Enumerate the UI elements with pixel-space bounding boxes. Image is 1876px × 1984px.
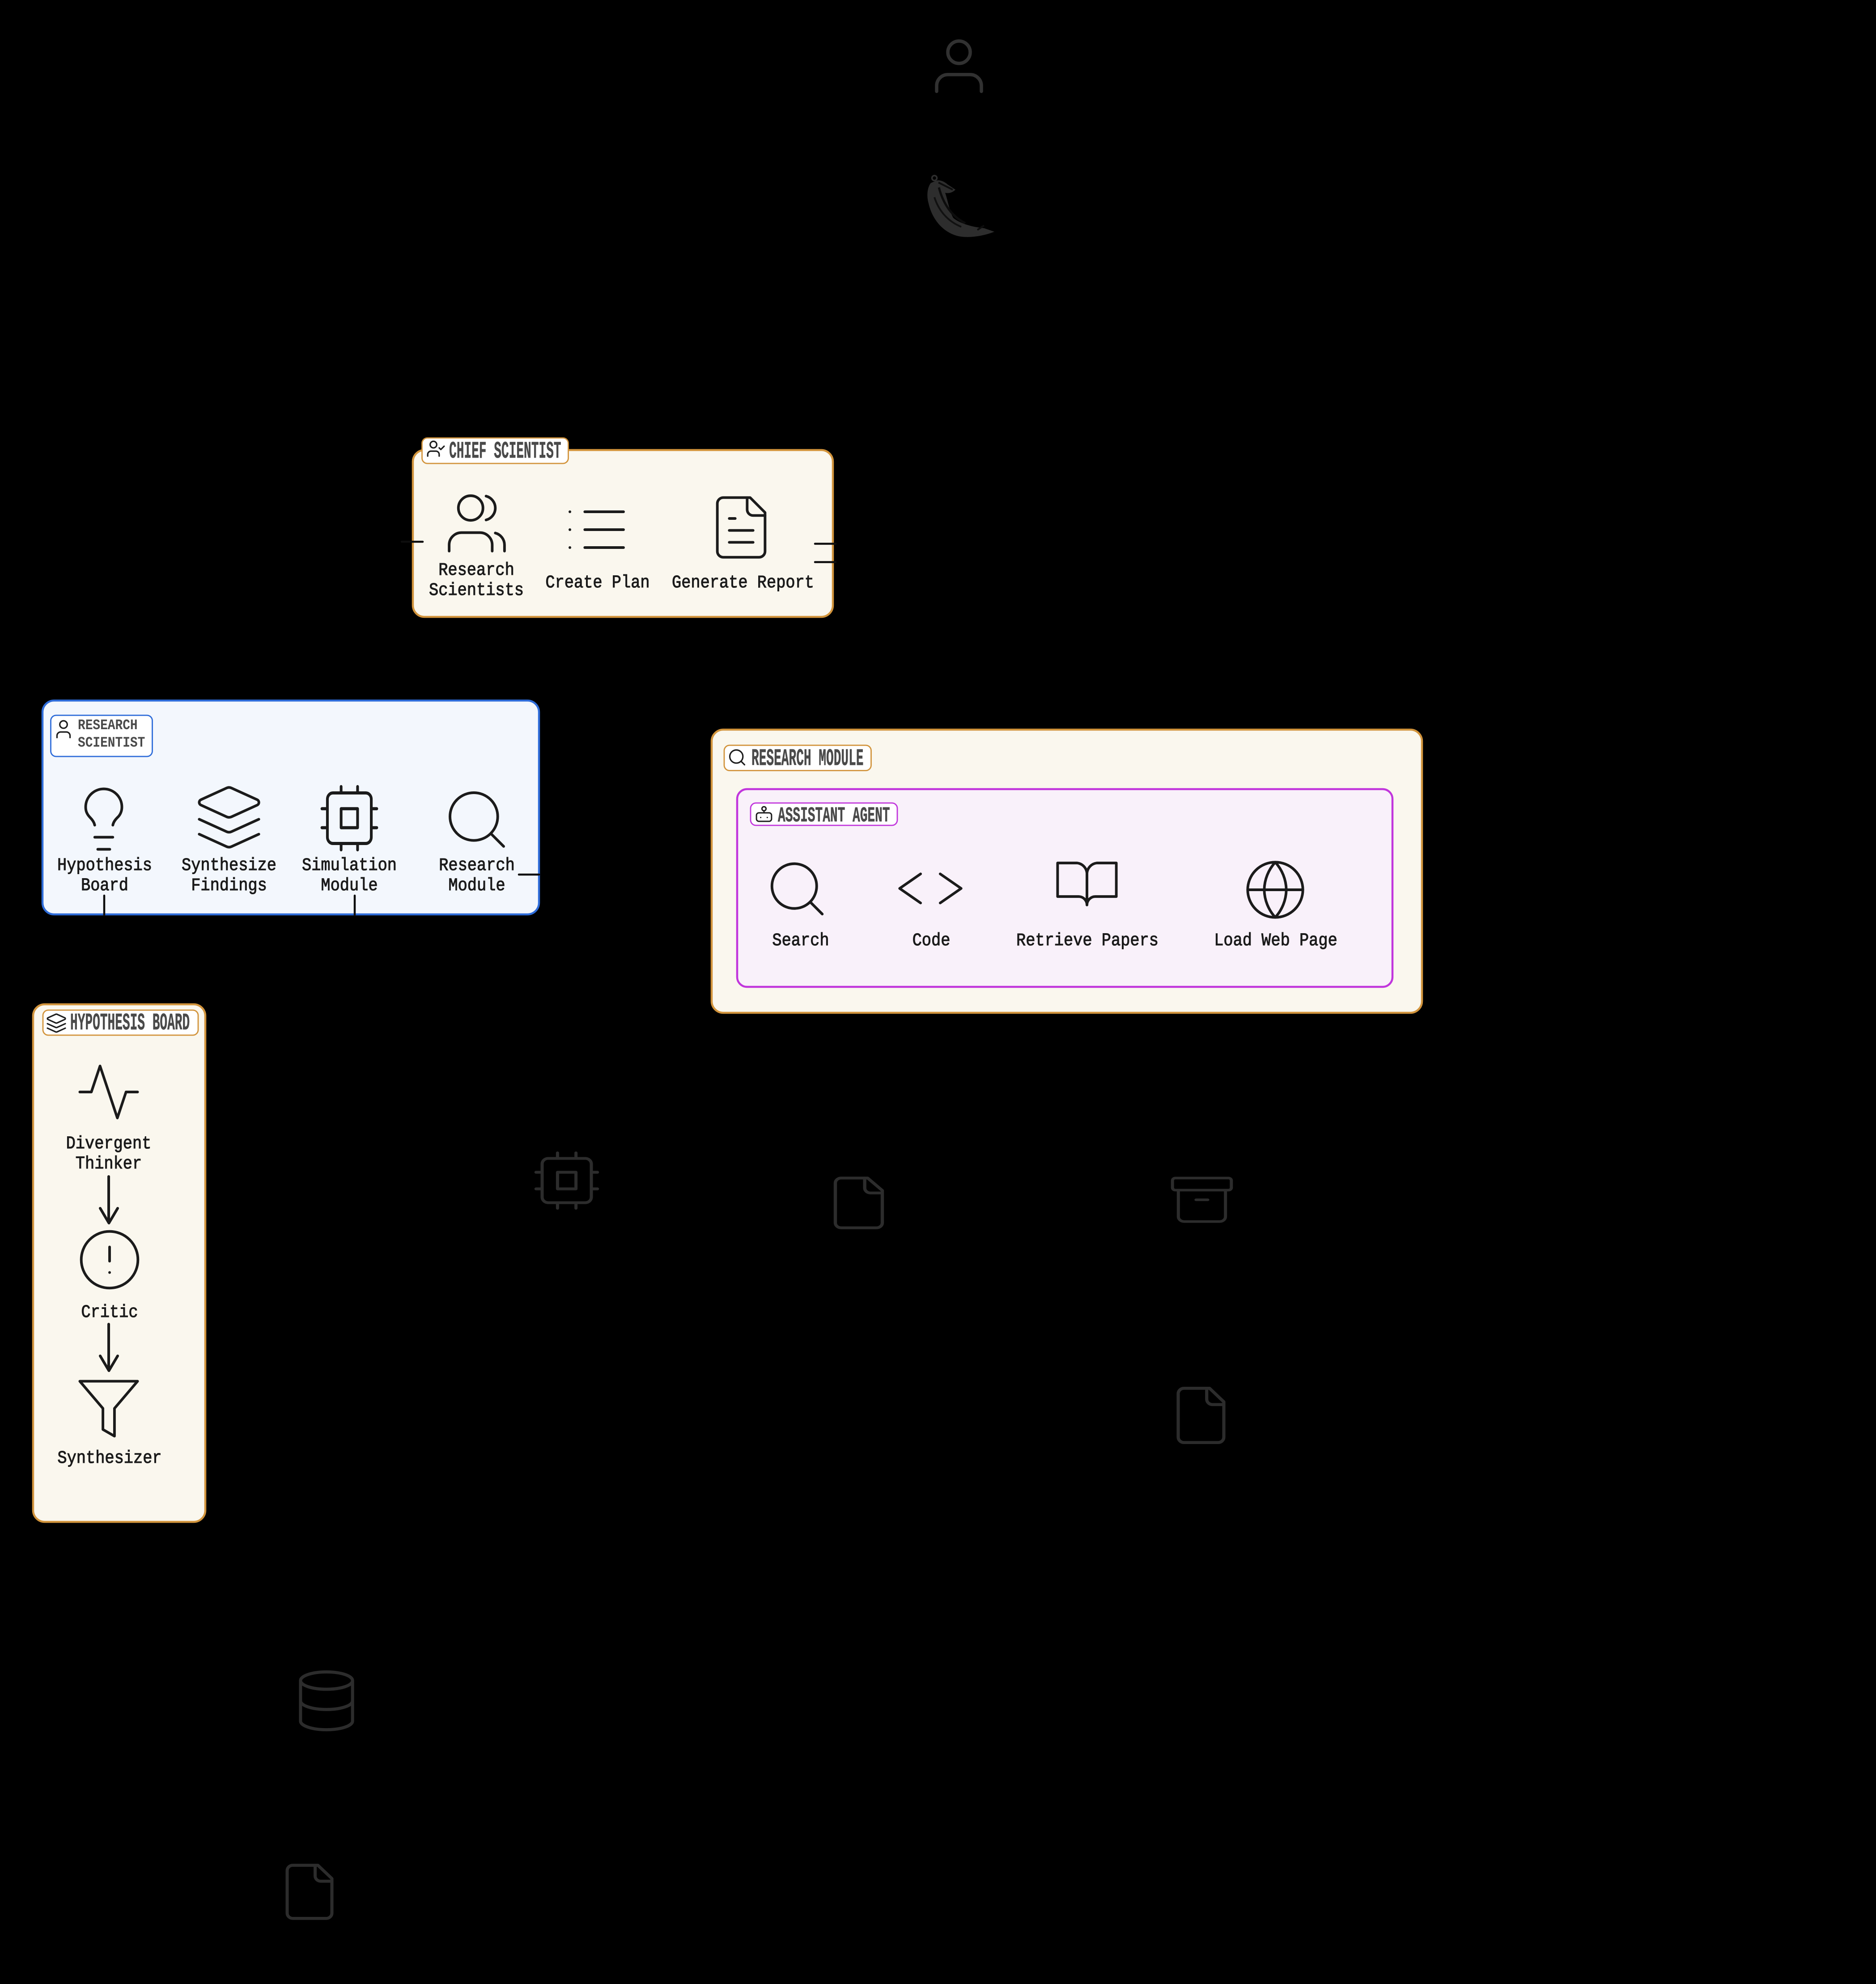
svg-text:Board: Board — [81, 876, 128, 896]
svg-text:Findings: Findings — [191, 876, 267, 896]
svg-text:Generate Report: Generate Report — [672, 573, 814, 593]
svg-text:SCIENTIST: SCIENTIST — [78, 735, 145, 751]
svg-text:Simulation: Simulation — [302, 856, 397, 876]
svg-text:Module: Module — [448, 876, 505, 896]
svg-text:Synthesizer: Synthesizer — [57, 1449, 161, 1469]
svg-text:Code: Code — [913, 931, 951, 951]
svg-text:HYPOTHESIS BOARD: HYPOTHESIS BOARD — [70, 1010, 190, 1037]
svg-text:Research: Research — [439, 856, 515, 876]
svg-text:Load Web Page: Load Web Page — [1214, 931, 1337, 951]
svg-text:RESEARCH MODULE: RESEARCH MODULE — [751, 745, 864, 772]
svg-text:Thinker: Thinker — [76, 1154, 142, 1174]
svg-text:Scientists: Scientists — [429, 581, 524, 601]
svg-text:CHIEF SCIENTIST: CHIEF SCIENTIST — [449, 438, 561, 465]
svg-text:Module: Module — [321, 876, 378, 896]
svg-text:Hypothesis: Hypothesis — [57, 856, 152, 876]
svg-text:Retrieve Papers: Retrieve Papers — [1016, 931, 1159, 951]
svg-text:Create Plan: Create Plan — [545, 573, 649, 593]
svg-text:ASSISTANT AGENT: ASSISTANT AGENT — [778, 804, 890, 828]
svg-text:Research: Research — [438, 561, 514, 581]
svg-text:Search: Search — [772, 931, 829, 951]
svg-text:RESEARCH: RESEARCH — [78, 717, 138, 734]
svg-text:Divergent: Divergent — [66, 1134, 152, 1154]
svg-text:Synthesize: Synthesize — [182, 856, 276, 876]
svg-text:Critic: Critic — [81, 1303, 138, 1323]
